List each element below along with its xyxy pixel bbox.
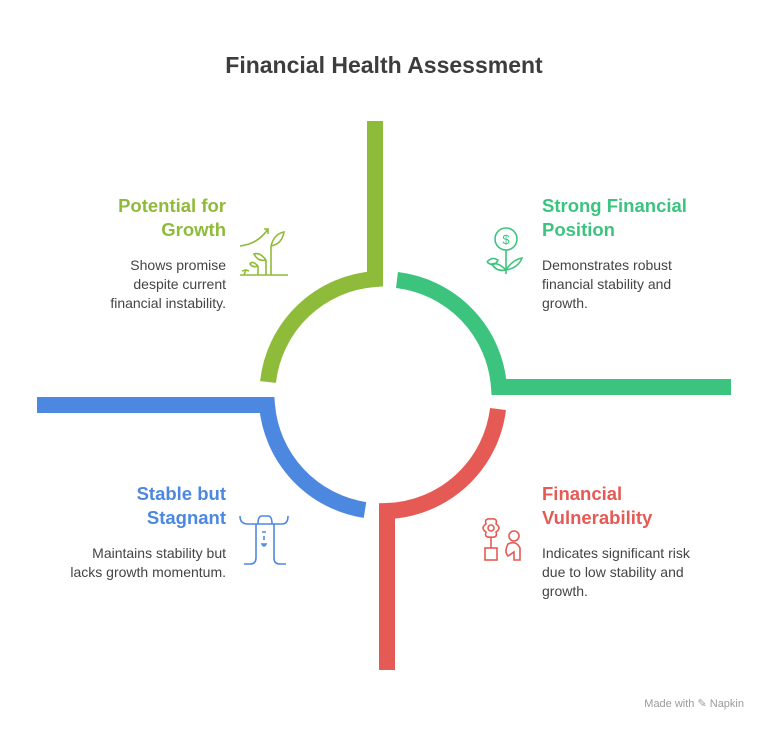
made-with-napkin-footer[interactable]: Made with ✎ Napkin xyxy=(644,698,744,710)
strong-description: Demonstrates robust financial stability … xyxy=(542,257,672,311)
growth-description: Shows promise despite current financial … xyxy=(110,257,226,311)
strong-heading: Strong Financial Position xyxy=(542,194,687,242)
page-title: Financial Health Assessment xyxy=(225,52,543,78)
vulnerable-heading-line: Financial xyxy=(542,483,623,504)
vulnerable-arc xyxy=(379,407,506,670)
stagnant-heading-line: Stable but xyxy=(136,483,226,504)
growth-heading-line: Growth xyxy=(161,219,226,240)
plant-growth-icon xyxy=(239,228,288,276)
vulnerable-description: Indicates significant risk due to low st… xyxy=(542,545,690,599)
svg-text:$: $ xyxy=(502,232,510,247)
money-plant-icon: $ xyxy=(486,227,524,274)
growth-heading-line: Potential for xyxy=(118,195,226,216)
bare-tree-icon xyxy=(239,515,289,565)
stagnant-arc xyxy=(37,397,367,518)
stagnant-description: Maintains stability but lacks growth mom… xyxy=(70,545,226,580)
stagnant-heading: Stable but Stagnant xyxy=(137,482,226,530)
growth-arc xyxy=(260,121,383,384)
strong-heading-line: Position xyxy=(542,219,615,240)
stagnant-heading-line: Stagnant xyxy=(146,507,226,528)
wilting-flower-person-icon xyxy=(482,518,521,561)
vulnerable-heading: Financial Vulnerability xyxy=(542,482,652,530)
strong-heading-line: Strong Financial xyxy=(542,195,687,216)
growth-heading: Potential for Growth xyxy=(118,194,226,242)
strong-arc xyxy=(395,272,731,395)
vulnerable-heading-line: Vulnerability xyxy=(542,507,653,528)
